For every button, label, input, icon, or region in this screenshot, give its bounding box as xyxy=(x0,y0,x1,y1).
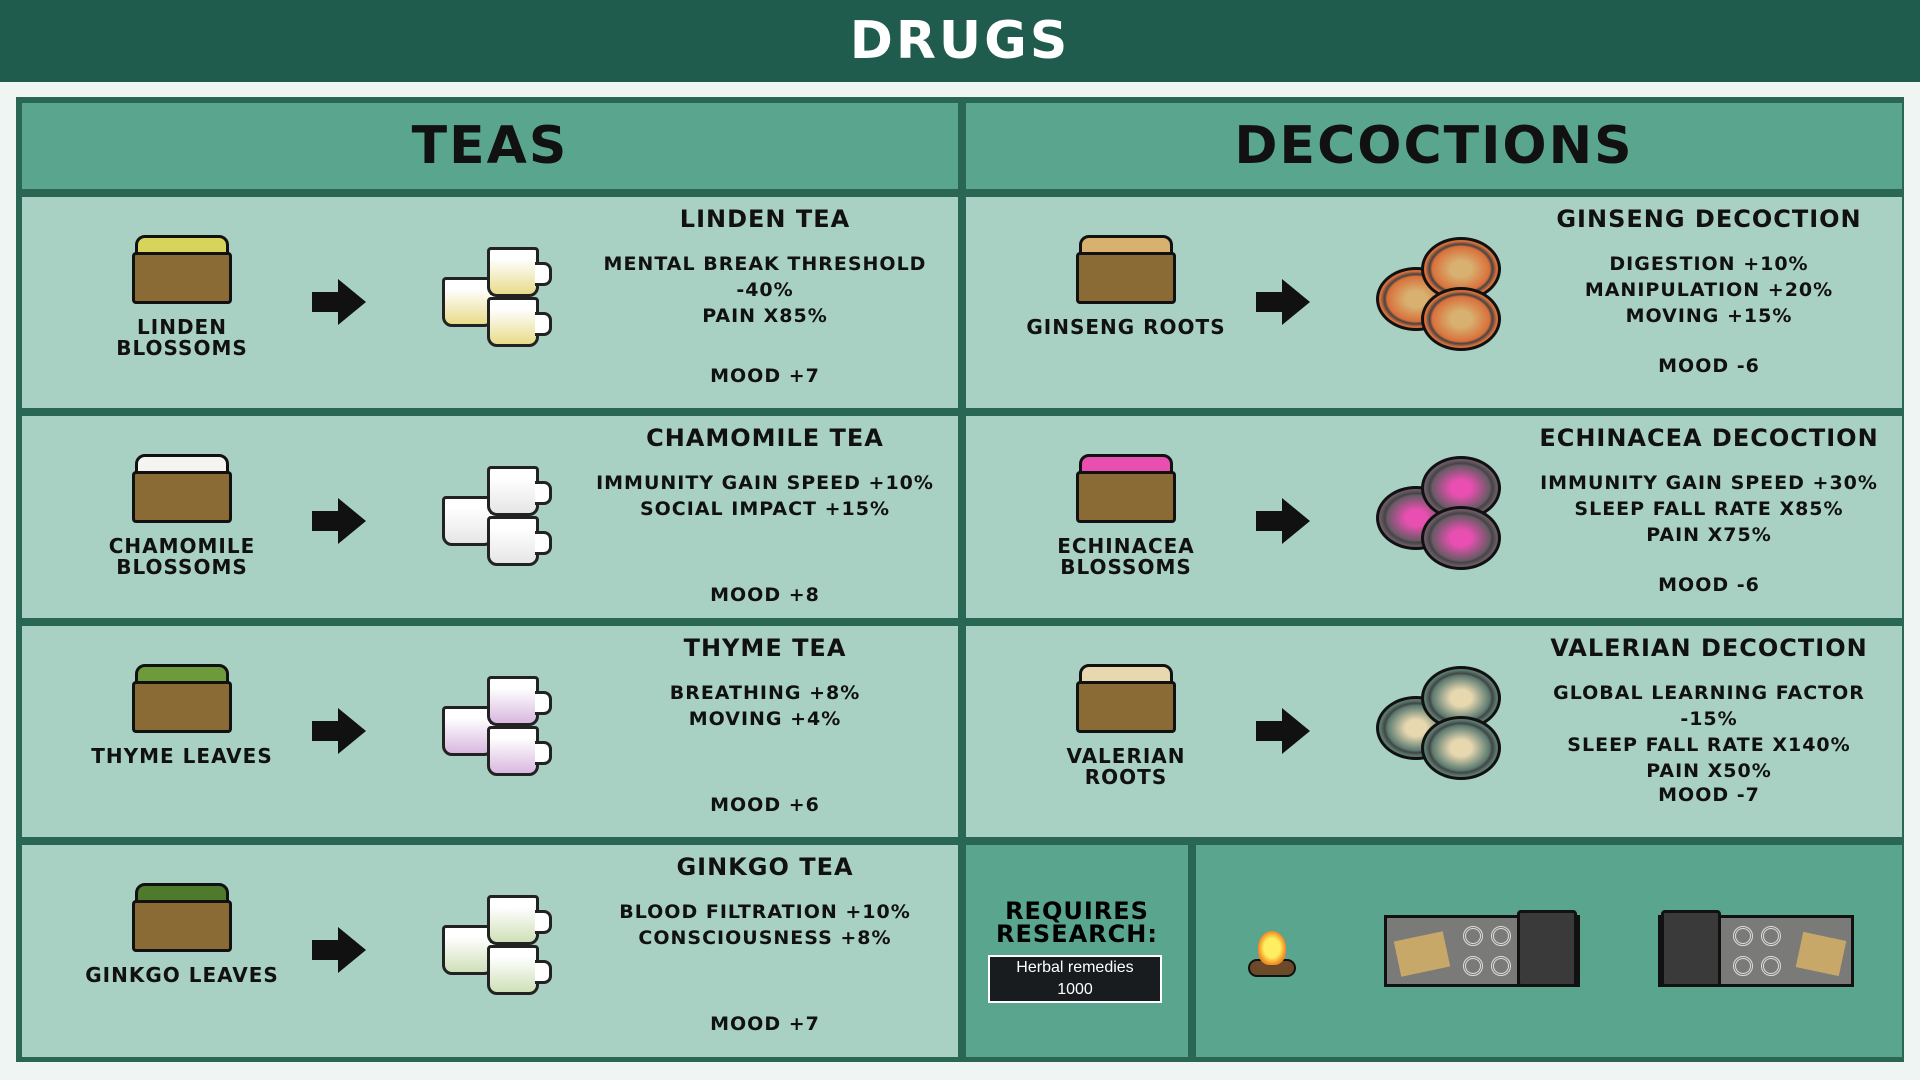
ingredient-crate-icon xyxy=(127,446,237,526)
arrow-right-icon xyxy=(1256,708,1312,754)
effect: DIGESTION +10% xyxy=(1609,253,1809,275)
effect: PAIN X50% xyxy=(1646,760,1772,782)
ingredient-crate-icon xyxy=(1071,446,1181,526)
recipe-title: CHAMOMILE TEA xyxy=(646,424,884,452)
arrow-right-icon xyxy=(1256,279,1312,325)
tea-recipe: CHAMOMILE BLOSSOMS CHAMOMILE TEA IMMUNITY… xyxy=(22,416,958,618)
product-icon xyxy=(1376,666,1516,786)
effect: PAIN X75% xyxy=(1646,524,1772,546)
decoction-bowl-icon xyxy=(1421,506,1501,570)
recipe-title: LINDEN TEA xyxy=(679,205,851,233)
effect: IMMUNITY GAIN SPEED +10% xyxy=(596,472,934,494)
arrow-right-icon xyxy=(312,279,368,325)
effect: -40% xyxy=(736,279,794,301)
ingredient-label: VALERIAN ROOTS xyxy=(1066,744,1186,789)
ingredient-crate-icon xyxy=(1071,656,1181,736)
teas-header: TEAS xyxy=(22,103,958,189)
decoction-recipe: VALERIAN ROOTS VALERIAN DECOCTION GLOBAL … xyxy=(966,626,1902,837)
mood-effect: MOOD +6 xyxy=(710,794,820,816)
ingredient-crate-icon xyxy=(127,875,237,955)
decoction-recipe: ECHINACEA BLOSSOMS ECHINACEA DECOCTION IM… xyxy=(966,416,1902,618)
tea-recipe: THYME LEAVES THYME TEA BREATHING +8% MOVIN… xyxy=(22,626,958,837)
effect: MOVING +15% xyxy=(1625,305,1793,327)
stations-panel xyxy=(1196,845,1902,1057)
recipe-title: ECHINACEA DECOCTION xyxy=(1539,424,1879,452)
ingredient-crate-icon xyxy=(127,227,237,307)
tea-recipe: GINKGO LEAVES GINKGO TEA BLOOD FILTRATION… xyxy=(22,845,958,1057)
tea-mug-icon xyxy=(487,466,552,516)
ingredient-label: ECHINACEA BLOSSOMS xyxy=(1057,534,1195,579)
arrow-right-icon xyxy=(312,708,368,754)
product-icon xyxy=(442,666,572,786)
research-project-box[interactable]: Herbal remedies 1000 xyxy=(988,955,1162,1003)
research-cost: 1000 xyxy=(1057,981,1093,998)
tea-mug-icon xyxy=(487,945,552,995)
arrow-right-icon xyxy=(1256,498,1312,544)
mood-effect: MOOD +8 xyxy=(710,584,820,606)
mood-effect: MOOD +7 xyxy=(710,365,820,387)
effect: SLEEP FALL RATE X140% xyxy=(1567,734,1851,756)
product-icon xyxy=(1376,456,1516,576)
ingredient-label: CHAMOMILE BLOSSOMS xyxy=(108,534,256,579)
campfire-icon xyxy=(1244,925,1300,981)
effect: BLOOD FILTRATION +10% xyxy=(619,901,911,923)
ingredient-label: THYME LEAVES xyxy=(91,744,273,768)
research-project: Herbal remedies xyxy=(1016,959,1134,976)
decoction-bowl-icon xyxy=(1421,287,1501,351)
decoction-recipe: GINSENG ROOTS GINSENG DECOCTION DIGESTION… xyxy=(966,197,1902,408)
effect: MENTAL BREAK THRESHOLD xyxy=(603,253,927,275)
effect: CONSCIOUSNESS +8% xyxy=(638,927,892,949)
mood-effect: MOOD -7 xyxy=(1658,784,1760,806)
mood-effect: MOOD -6 xyxy=(1658,355,1760,377)
effect: SOCIAL IMPACT +15% xyxy=(639,498,891,520)
decoctions-header: DECOCTIONS xyxy=(966,103,1902,189)
effect: PAIN X85% xyxy=(702,305,828,327)
page-header: DRUGS xyxy=(0,0,1920,82)
requires-research-label: REQUIRES RESEARCH: xyxy=(996,897,1158,948)
recipe-title: GINSENG DECOCTION xyxy=(1556,205,1862,233)
tea-mug-icon xyxy=(487,516,552,566)
tea-mug-icon xyxy=(487,676,552,726)
stove-icon xyxy=(1384,910,1580,987)
ingredient-crate-icon xyxy=(127,656,237,736)
ingredient-crate-icon xyxy=(1071,227,1181,307)
research-panel: REQUIRES RESEARCH: Herbal remedies 1000 xyxy=(966,845,1902,1057)
ingredient-label: GINSENG ROOTS xyxy=(1026,315,1226,339)
recipe-title: THYME TEA xyxy=(683,634,847,662)
drugs-board: TEAS DECOCTIONS LINDEN BLOSSOMS LINDEN T… xyxy=(16,97,1904,1062)
arrow-right-icon xyxy=(312,927,368,973)
electric-stove-icon xyxy=(1658,910,1854,987)
effect: MOVING +4% xyxy=(688,708,842,730)
mood-effect: MOOD -6 xyxy=(1658,574,1760,596)
effect: SLEEP FALL RATE X85% xyxy=(1574,498,1844,520)
tea-mug-icon xyxy=(487,297,552,347)
product-icon xyxy=(442,456,572,576)
product-icon xyxy=(442,885,572,1005)
ingredient-label: GINKGO LEAVES xyxy=(85,963,279,987)
recipe-title: GINKGO TEA xyxy=(676,853,854,881)
page-title: DRUGS xyxy=(849,11,1071,71)
effect: GLOBAL LEARNING FACTOR -15% xyxy=(1553,682,1865,730)
effect: BREATHING +8% xyxy=(669,682,861,704)
effect: MANIPULATION +20% xyxy=(1584,279,1834,301)
arrow-right-icon xyxy=(312,498,368,544)
tea-mug-icon xyxy=(487,726,552,776)
tea-mug-icon xyxy=(487,895,552,945)
ingredient-label: LINDEN BLOSSOMS xyxy=(116,315,248,360)
recipe-title: VALERIAN DECOCTION xyxy=(1550,634,1868,662)
effect: IMMUNITY GAIN SPEED +30% xyxy=(1540,472,1878,494)
product-icon xyxy=(1376,237,1516,357)
decoction-bowl-icon xyxy=(1421,716,1501,780)
product-icon xyxy=(442,237,572,357)
tea-recipe: LINDEN BLOSSOMS LINDEN TEA MENTAL BREAK T… xyxy=(22,197,958,408)
tea-mug-icon xyxy=(487,247,552,297)
mood-effect: MOOD +7 xyxy=(710,1013,820,1035)
